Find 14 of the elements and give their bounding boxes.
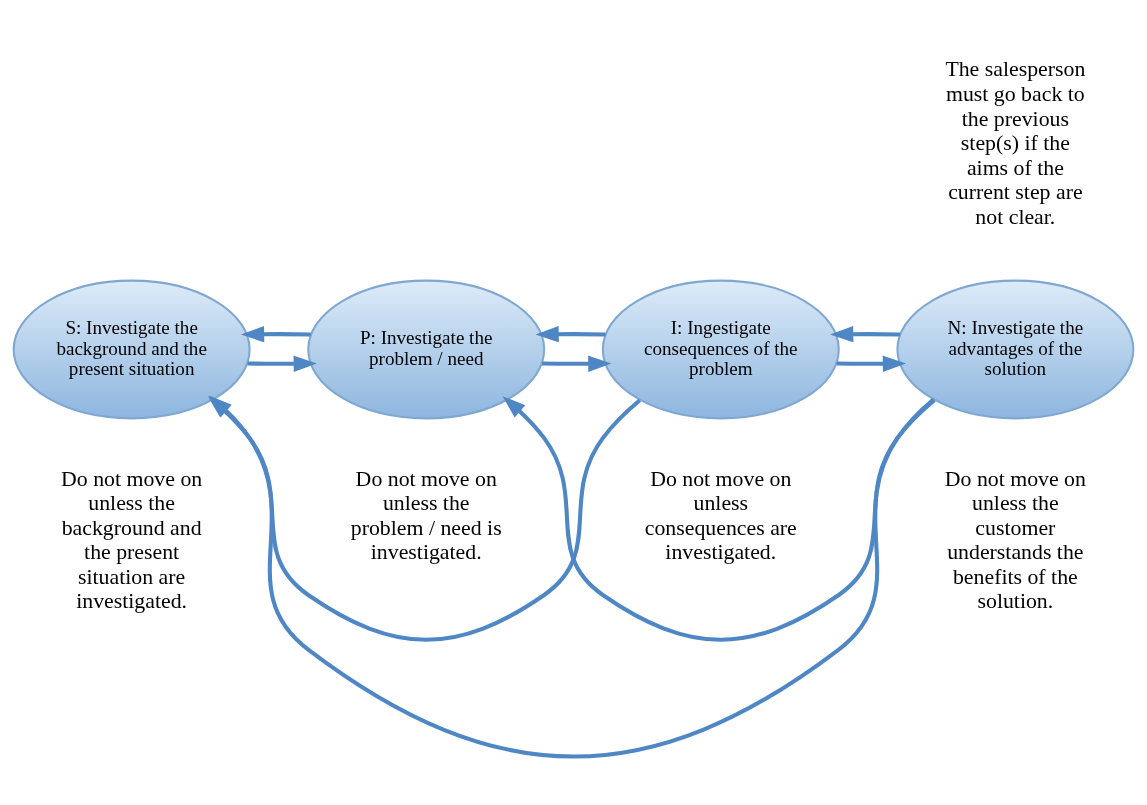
arrow	[502, 395, 936, 642]
arrow	[836, 355, 906, 372]
label: Do not move on unless the background and the present situation are investigated.	[61, 466, 203, 613]
arrow	[542, 355, 612, 372]
label: Do not move on unless the problem / need is investigated.	[350, 466, 502, 564]
arrow	[240, 325, 311, 342]
label: Do not move on unless consequences are investigated.	[644, 466, 797, 564]
label: The salesperson must go back to the previous step(s) if the aims of the current step are not clear.	[945, 56, 1086, 229]
arrow	[830, 325, 901, 342]
node-ellipse: N: Investigate the advantages of the solution	[896, 279, 1135, 419]
node-ellipse: I: Ingestigate consequences of the problem	[601, 279, 840, 419]
label: Do not move on unless the customer understands the benefits of the solution.	[944, 466, 1086, 613]
arrow	[535, 325, 606, 342]
arrow	[247, 355, 317, 372]
